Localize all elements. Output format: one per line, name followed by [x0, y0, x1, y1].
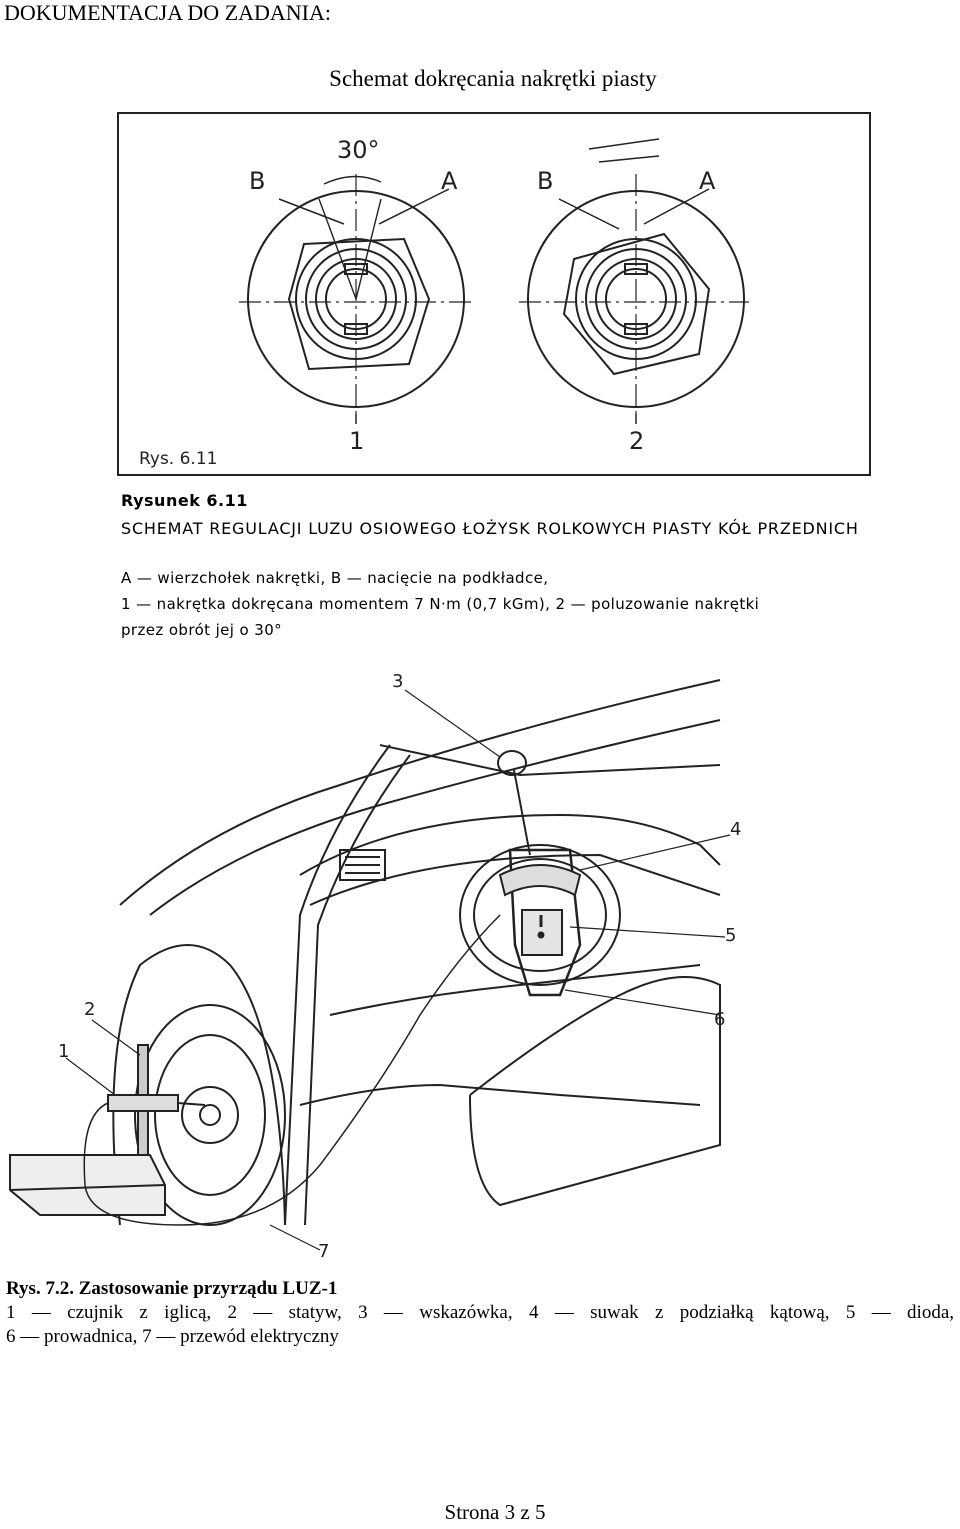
label-a-left: A — [441, 167, 458, 195]
figure-caption-line: 1 — czujnik z iglicą, 2 — statyw, 3 — ws… — [6, 1302, 954, 1323]
caption-title-bold: Rys. 7.2. Zastosowanie przyrządu — [6, 1278, 278, 1299]
callout-2: 2 — [84, 999, 95, 1020]
document-title: Schemat dokręcania nakrętki piasty — [329, 66, 657, 91]
nut-diagram-right — [519, 138, 749, 424]
document-header-label: DOKUMENTACJA DO ZADANIA: — [4, 0, 332, 25]
figure-ref: Rys. 6.11 — [139, 449, 217, 469]
callout-3: 3 — [392, 671, 403, 692]
luz-tool-illustration: 3 4 5 6 2 1 7 — [0, 665, 960, 1265]
callout-6: 6 — [714, 1009, 725, 1030]
hub-nut-diagram: 30° B A B A 1 2 Rys. 6.11 — [117, 112, 871, 476]
callout-1: 1 — [349, 427, 364, 455]
figure-caption-title: Rys. 7.2. Zastosowanie przyrządu LUZ-1 — [6, 1278, 337, 1300]
figure-caption-title: SCHEMAT REGULACJI LUZU OSIOWEGO ŁOŻYSK R… — [121, 519, 859, 538]
page-number: Strona 3 z 5 — [444, 1500, 546, 1524]
callout-4: 4 — [730, 819, 741, 840]
label-b-right: B — [537, 167, 553, 195]
figure-caption-label: Rysunek 6.11 — [121, 491, 248, 510]
callout-2: 2 — [629, 427, 644, 455]
callout-5: 5 — [725, 925, 736, 946]
label-a-right: A — [699, 167, 716, 195]
callout-1: 1 — [58, 1041, 69, 1062]
caption-tool-name: LUZ-1 — [282, 1278, 338, 1299]
angle-label: 30° — [337, 136, 380, 164]
label-b-left: B — [249, 167, 265, 195]
figure-caption-line: 1 — nakrętka dokręcana momentem 7 N·m (0… — [121, 595, 760, 613]
nut-diagram-left — [239, 174, 474, 424]
callout-7: 7 — [318, 1241, 329, 1262]
figure-caption-line: A — wierzchołek nakrętki, B — nacięcie n… — [121, 569, 549, 587]
figure-caption-line: 6 — prowadnica, 7 — przewód elektryczny — [6, 1326, 339, 1347]
figure-caption-line: przez obrót jej o 30° — [121, 621, 283, 639]
